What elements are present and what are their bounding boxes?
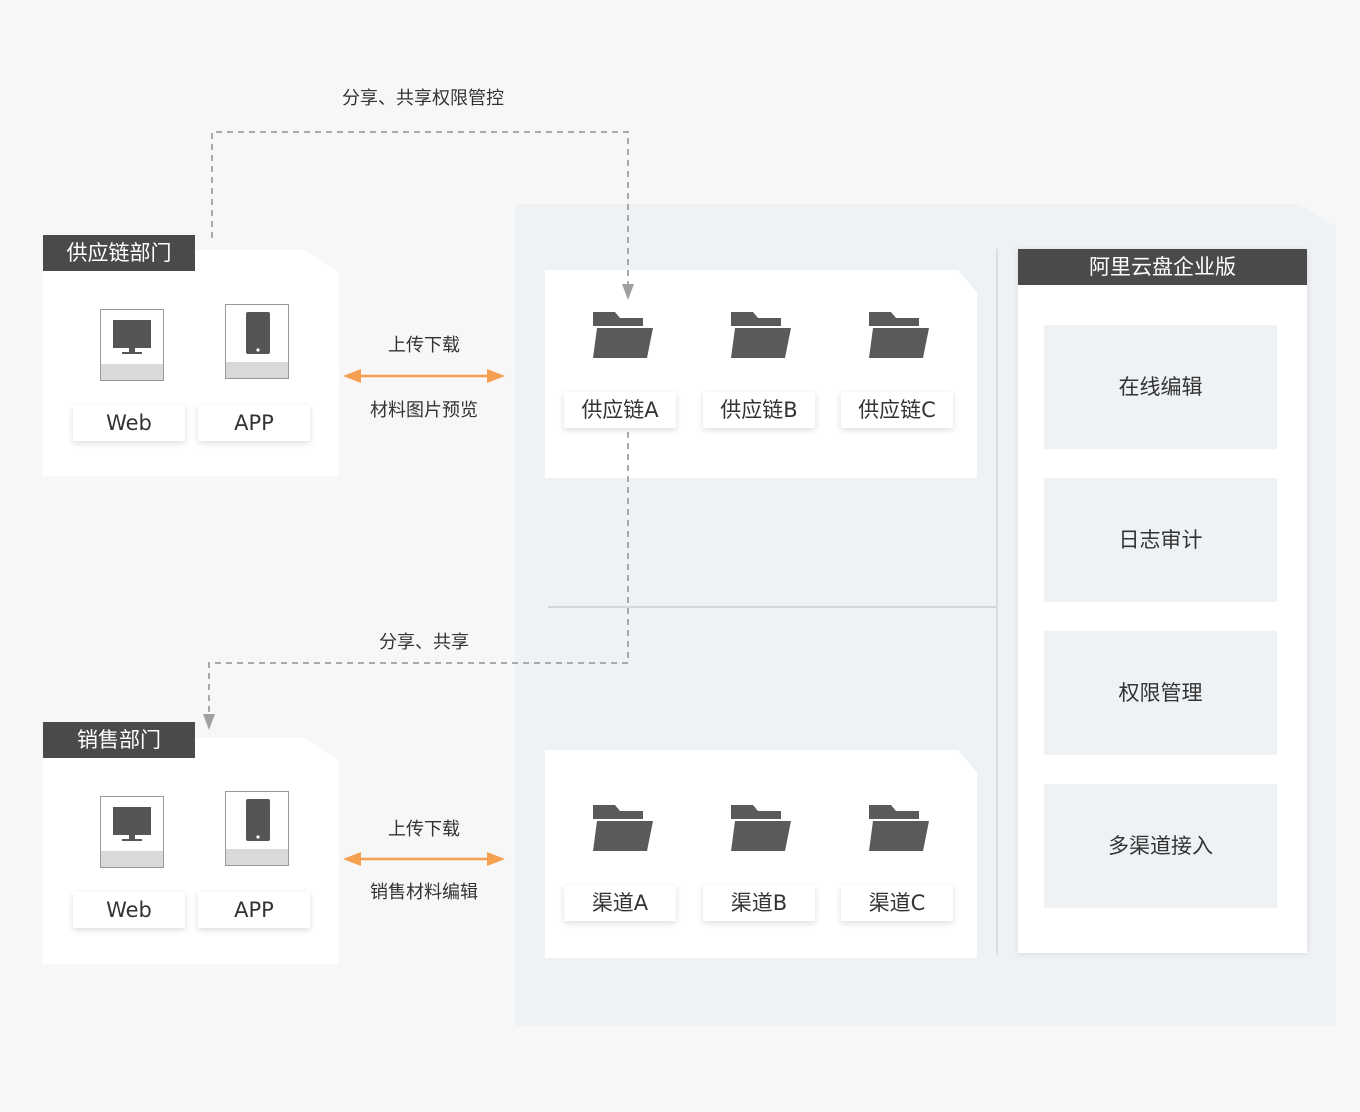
folder-icon[interactable] xyxy=(867,801,931,853)
vertical-divider xyxy=(996,249,998,955)
arrow-head-left xyxy=(343,852,361,866)
arrow-head-right xyxy=(487,369,505,383)
folder-supply-chain-a[interactable]: 供应链A xyxy=(564,392,676,428)
arrow-head xyxy=(203,714,215,730)
feature-multi-channel-access[interactable]: 多渠道接入 xyxy=(1044,784,1277,908)
phone-icon xyxy=(225,791,289,866)
folder-icon[interactable] xyxy=(867,308,931,360)
folder-icon[interactable] xyxy=(591,801,655,853)
arrow-head-left xyxy=(343,369,361,383)
web-chip[interactable]: Web xyxy=(73,892,185,928)
share-connector xyxy=(208,432,629,718)
folder-icon[interactable] xyxy=(729,801,793,853)
folder-icon[interactable] xyxy=(729,308,793,360)
preview-label: 材料图片预览 xyxy=(370,400,478,421)
monitor-icon xyxy=(100,796,164,868)
folder-icon[interactable] xyxy=(591,308,655,360)
feature-online-edit[interactable]: 在线编辑 xyxy=(1044,325,1277,449)
share-permission-label: 分享、共享权限管控 xyxy=(342,88,504,109)
upload-download-label: 上传下载 xyxy=(388,335,460,356)
arrow-head xyxy=(622,284,634,300)
share-label: 分享、共享 xyxy=(379,632,469,653)
supply-chain-folders-card xyxy=(545,270,977,478)
folder-channel-c[interactable]: 渠道C xyxy=(841,885,953,921)
share-permission-connector xyxy=(211,131,629,288)
app-chip[interactable]: APP xyxy=(198,405,310,441)
monitor-icon xyxy=(100,309,164,381)
app-chip[interactable]: APP xyxy=(198,892,310,928)
cloud-service-title: 阿里云盘企业版 xyxy=(1018,249,1307,285)
horizontal-divider xyxy=(548,606,996,608)
folder-channel-a[interactable]: 渠道A xyxy=(564,885,676,921)
feature-permission-management[interactable]: 权限管理 xyxy=(1044,631,1277,755)
folder-supply-chain-b[interactable]: 供应链B xyxy=(703,392,815,428)
upload-download-label: 上传下载 xyxy=(388,819,460,840)
supply-chain-dept-label: 供应链部门 xyxy=(43,235,195,271)
folder-supply-chain-c[interactable]: 供应链C xyxy=(841,392,953,428)
channel-folders-card xyxy=(545,750,977,958)
edit-label: 销售材料编辑 xyxy=(370,882,478,903)
arrow-head-right xyxy=(487,852,505,866)
sales-dept-label: 销售部门 xyxy=(43,722,195,758)
folder-channel-b[interactable]: 渠道B xyxy=(703,885,815,921)
phone-icon xyxy=(225,304,289,379)
web-chip[interactable]: Web xyxy=(73,405,185,441)
feature-log-audit[interactable]: 日志审计 xyxy=(1044,478,1277,602)
